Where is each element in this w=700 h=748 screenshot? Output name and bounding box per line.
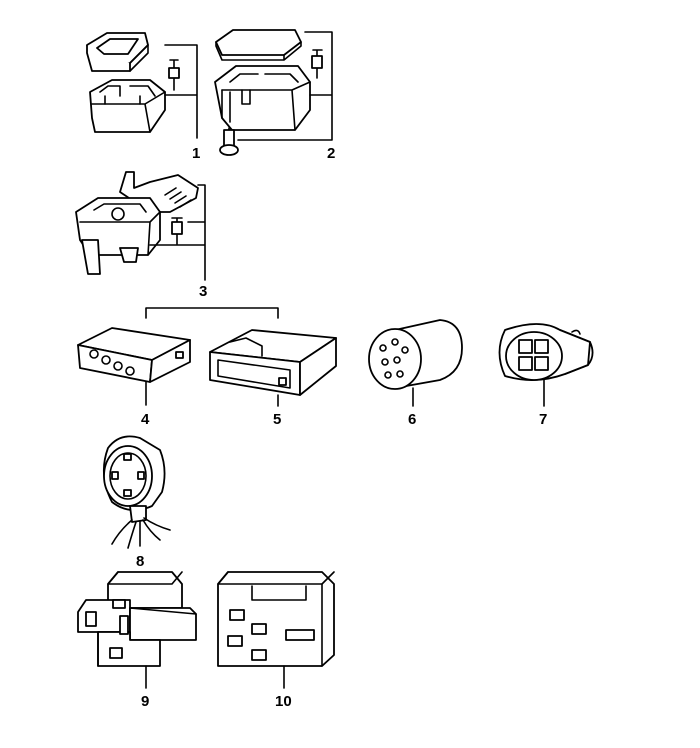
part-1: 1 — [86, 32, 200, 162]
part-7-label: 7 — [539, 411, 547, 428]
part-2: 2 — [214, 29, 335, 162]
rectangular-relay-socket-icon — [217, 571, 335, 689]
relay-housing-with-cover-and-screw-icon — [214, 29, 333, 156]
part-6-label: 6 — [408, 411, 416, 428]
part-4-label: 4 — [141, 411, 150, 428]
round-7-pin-connector-icon — [368, 319, 463, 407]
part-3-label: 3 — [199, 283, 207, 300]
flat-connector-housing-icon — [209, 329, 337, 407]
4-pin-connector-icon — [498, 323, 594, 407]
relay-socket-with-clip-icon — [75, 171, 206, 281]
part-9: 9 — [77, 571, 197, 710]
cross-relay-socket-icon — [77, 571, 197, 689]
part-10-label: 10 — [275, 693, 292, 710]
part-5: 5 — [209, 329, 337, 428]
part-1-label: 1 — [192, 145, 200, 162]
part-10: 10 — [217, 571, 335, 710]
part-2-label: 2 — [327, 145, 335, 162]
group-bracket-4-5 — [145, 307, 279, 319]
relay-housing-with-cover-icon — [86, 32, 198, 139]
part-5-label: 5 — [273, 411, 281, 428]
round-socket-with-wires-icon — [102, 435, 171, 549]
flat-4-pin-connector-icon — [77, 327, 191, 406]
part-4: 4 — [77, 327, 191, 428]
part-6: 6 — [368, 319, 463, 428]
part-3: 3 — [75, 171, 207, 300]
part-9-label: 9 — [141, 693, 149, 710]
part-8: 8 — [102, 435, 171, 570]
part-7: 7 — [498, 323, 594, 428]
part-8-label: 8 — [136, 553, 144, 570]
